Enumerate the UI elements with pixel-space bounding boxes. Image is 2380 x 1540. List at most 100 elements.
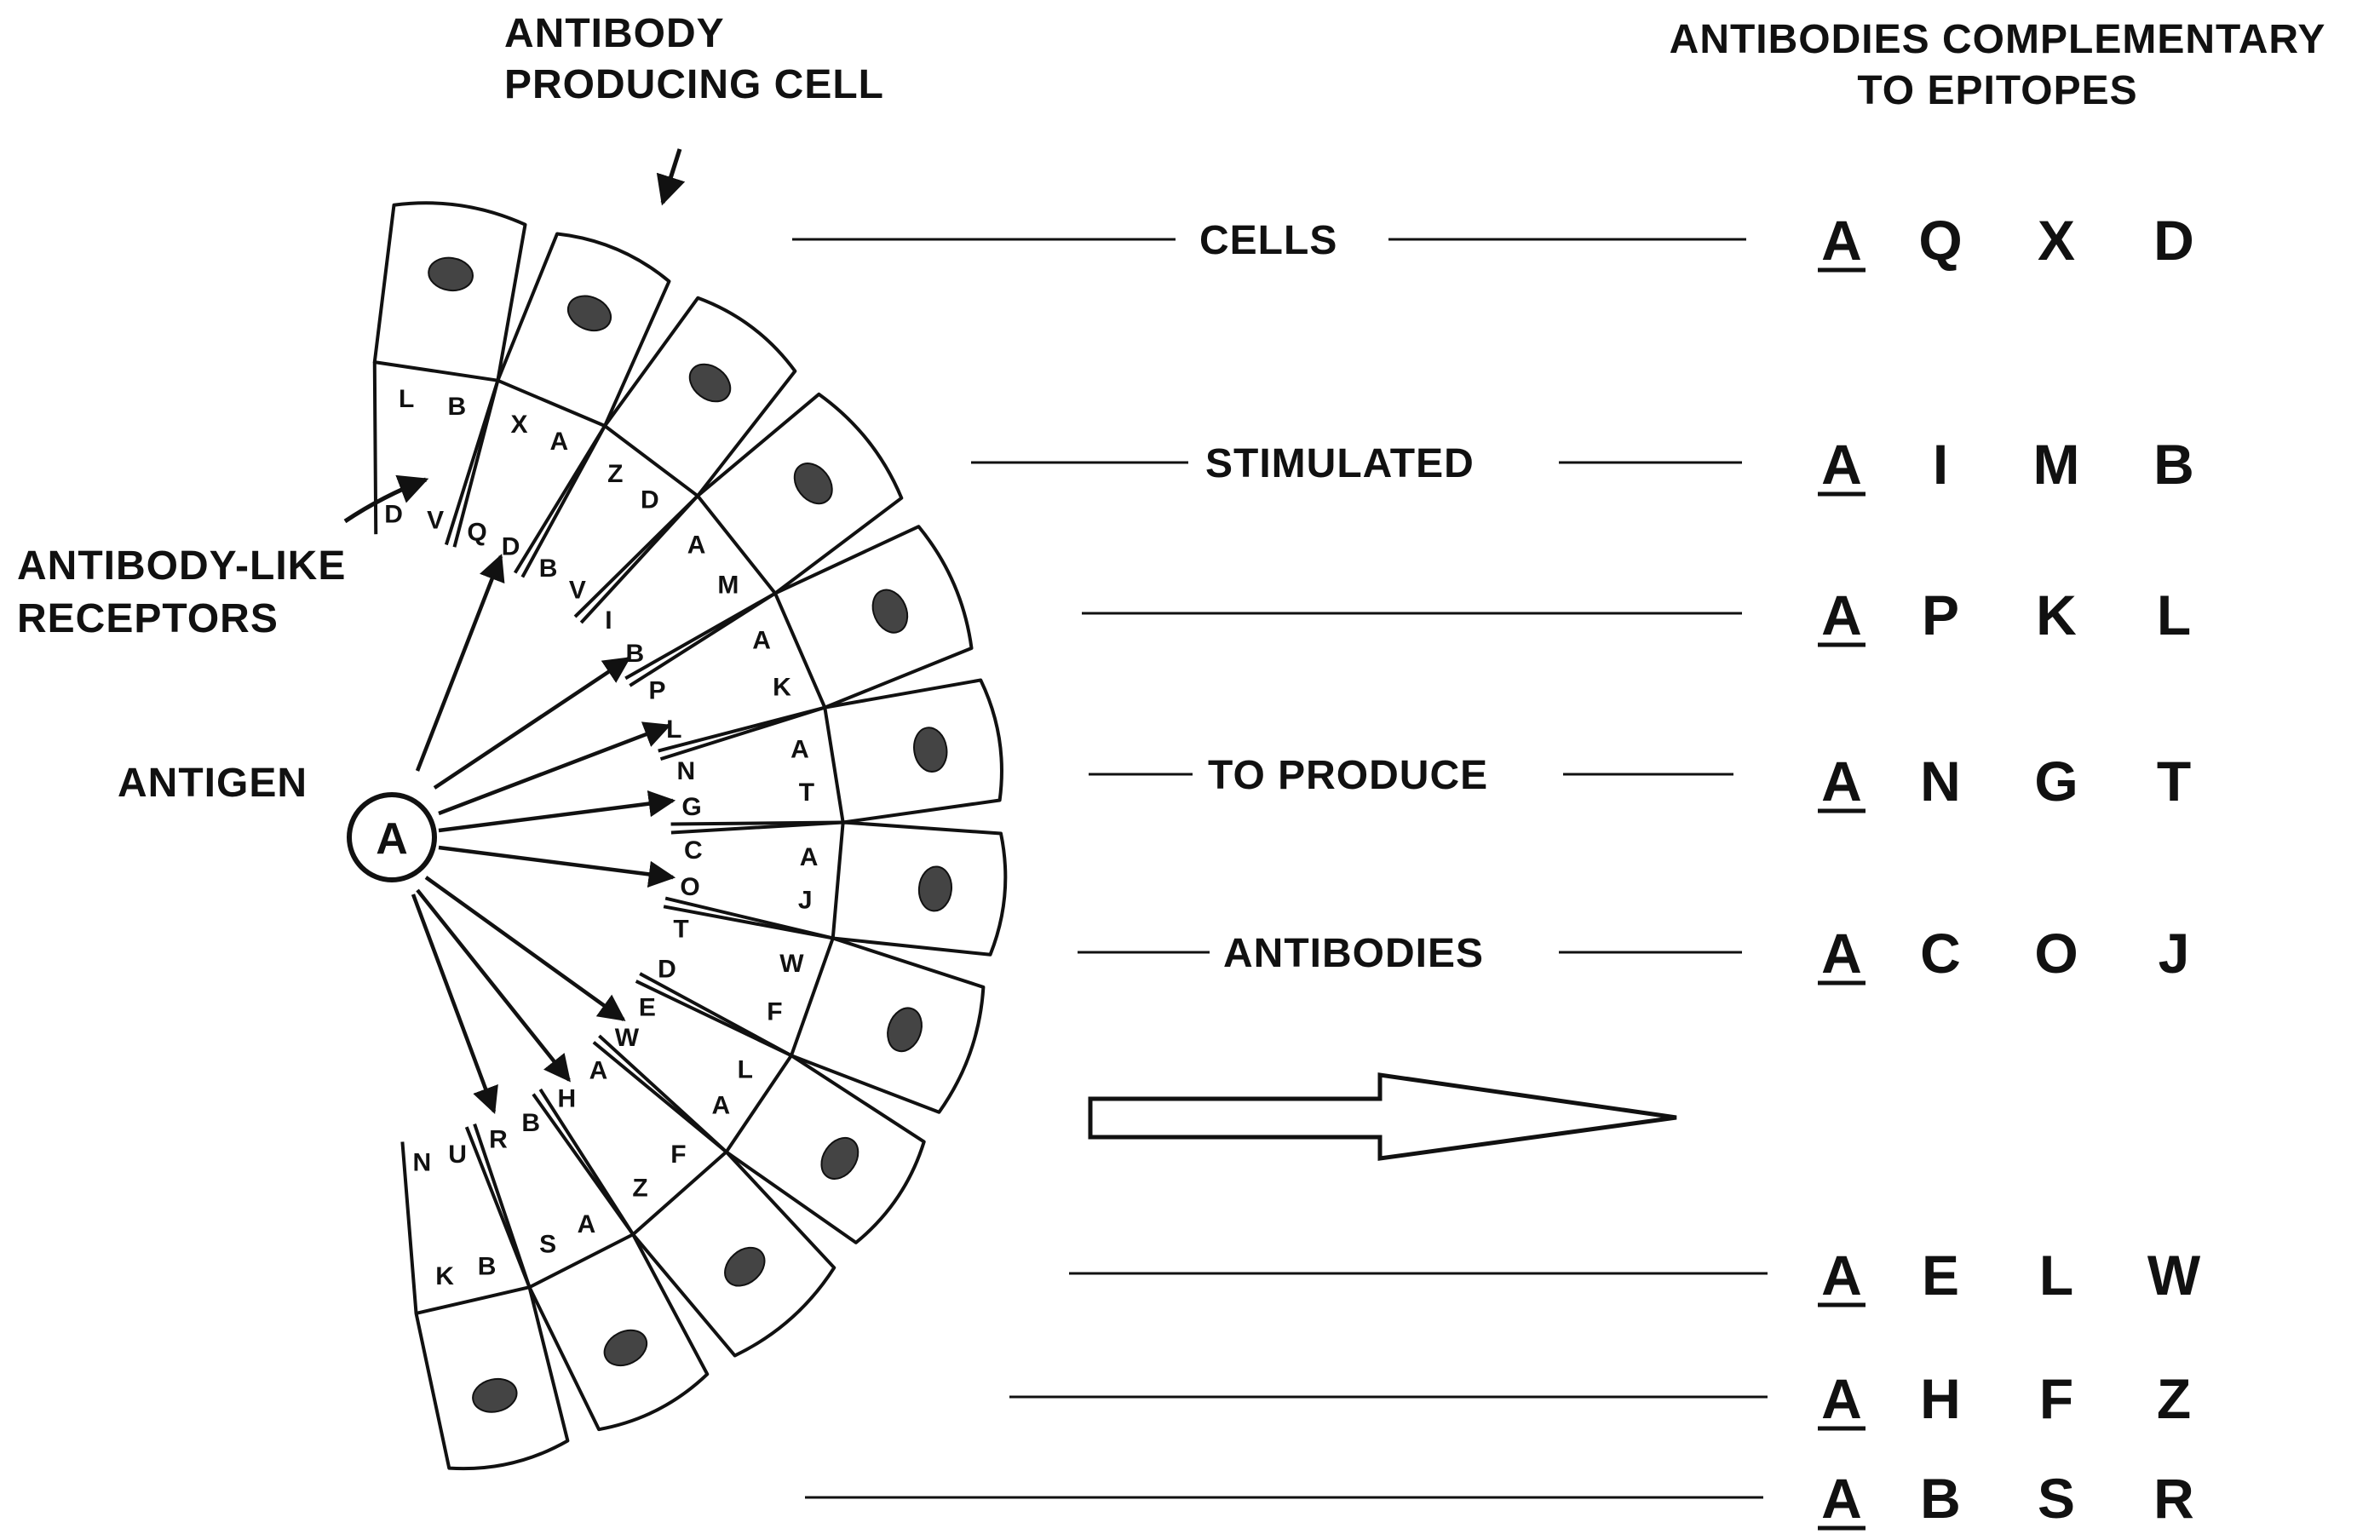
caption-to-produce: TO PRODUCE	[1208, 753, 1488, 798]
header-line-1: ANTIBODIES COMPLEMENTARY	[1670, 17, 2326, 62]
antigen-arrow	[438, 790, 676, 833]
epitope-letter: Q	[1918, 209, 1962, 272]
epitope-letter: P	[1922, 583, 1959, 646]
receptor-letter: M	[717, 571, 739, 599]
epitope-letter: C	[1920, 922, 1961, 985]
cell-nucleus	[887, 1007, 923, 1053]
receptor-letter: V	[569, 577, 586, 605]
epitope-letter: A	[1821, 209, 1862, 272]
receptor-letter: W	[615, 1024, 640, 1052]
epitope-letter: S	[2038, 1467, 2075, 1530]
receptor-stalk	[400, 1126, 532, 1314]
epitope-letter: A	[1821, 1244, 1862, 1307]
receptor-letter: D	[502, 532, 520, 560]
receptor-letter: A	[800, 843, 819, 871]
antibody-producing-cell-label: ANTIBODY PRODUCING CELL	[504, 11, 884, 107]
antigen-label: ANTIGEN	[118, 761, 308, 806]
antibody-producing-cell: AM IB	[579, 392, 904, 681]
receptor-letter: A	[752, 627, 771, 655]
receptor-letter: A	[712, 1091, 731, 1119]
cell-body	[603, 296, 797, 498]
antibody-producing-cell-line-2: PRODUCING CELL	[504, 62, 884, 107]
receptor-letter: B	[448, 393, 467, 421]
cell-body	[823, 678, 1003, 825]
receptor-letter: L	[399, 385, 414, 413]
antigen-arrows	[411, 554, 676, 1114]
antibodies-header: ANTIBODIES COMPLEMENTARY TO EPITOPES	[1670, 17, 2326, 113]
receptor-letter: V	[427, 507, 444, 535]
cell-nucleus	[724, 1246, 766, 1287]
receptor-letter: N	[413, 1148, 432, 1176]
receptor-letter: A	[549, 428, 568, 456]
cell-nucleus	[871, 589, 909, 634]
receptor-letter: B	[521, 1109, 540, 1137]
epitope-letter: A	[1821, 922, 1862, 985]
epitope-letter: B	[1920, 1467, 1961, 1530]
epitope-letter: G	[2034, 750, 2078, 813]
epitope-letter: K	[2036, 583, 2077, 646]
epitope-letter: A	[1821, 433, 1862, 496]
epitope-letter: A	[1821, 583, 1862, 646]
cell-nucleus	[688, 363, 732, 403]
guide-lines	[792, 238, 1768, 1499]
receptor-letter: A	[687, 531, 706, 559]
receptors-label-line-1: ANTIBODY-LIKE	[17, 543, 346, 589]
epitope-letter: H	[1920, 1367, 1961, 1430]
antibody-like-receptors-label: ANTIBODY-LIKE RECEPTORS	[17, 543, 346, 641]
receptor-letter: L	[666, 715, 681, 744]
antigen-arrow	[415, 554, 505, 772]
cell-body	[696, 392, 904, 595]
cell-body	[631, 1150, 836, 1358]
cell-nucleus	[472, 1377, 518, 1413]
epitope-letter: L	[2039, 1244, 2073, 1307]
epitope-letter: N	[1920, 750, 1961, 813]
receptor-letter: O	[680, 873, 699, 901]
receptor-letter: F	[670, 1141, 686, 1169]
receptor-letter: Z	[632, 1175, 647, 1203]
antigen-circle: A	[347, 792, 437, 882]
header-line-2: TO EPITOPES	[1857, 68, 2137, 113]
receptors-pointer-arrow	[343, 474, 429, 524]
epitope-letter: R	[2153, 1467, 2194, 1530]
producing-cell-pointer-arrow	[656, 148, 686, 206]
receptor-letter: D	[384, 500, 403, 528]
hollow-right-arrow	[1088, 1072, 1677, 1161]
receptors-label-line-2: RECEPTORS	[17, 596, 279, 641]
receptor-letter: B	[478, 1252, 497, 1280]
receptor-letter: B	[539, 555, 558, 583]
epitope-letter: L	[2157, 583, 2191, 646]
receptor-letter: E	[639, 994, 656, 1022]
receptor-letter: I	[605, 606, 612, 635]
cell-body	[789, 936, 986, 1114]
epitope-letter: W	[2147, 1244, 2201, 1307]
receptor-letter: B	[625, 640, 644, 668]
antigen-arrow	[438, 721, 671, 816]
middle-caption: CELLS STIMULATED TO PRODUCE ANTIBODIES	[1199, 218, 1488, 976]
receptor-letter: F	[767, 998, 782, 1026]
receptor-letter: U	[448, 1141, 467, 1169]
cell-body	[773, 525, 974, 710]
caption-stimulated: STIMULATED	[1205, 441, 1475, 486]
antigen-arrow	[424, 876, 626, 1021]
epitope-letter: A	[1821, 1367, 1862, 1430]
receptor-letter: D	[641, 486, 659, 514]
epitope-letter: F	[2039, 1367, 2073, 1430]
receptor-letter: K	[773, 673, 791, 701]
